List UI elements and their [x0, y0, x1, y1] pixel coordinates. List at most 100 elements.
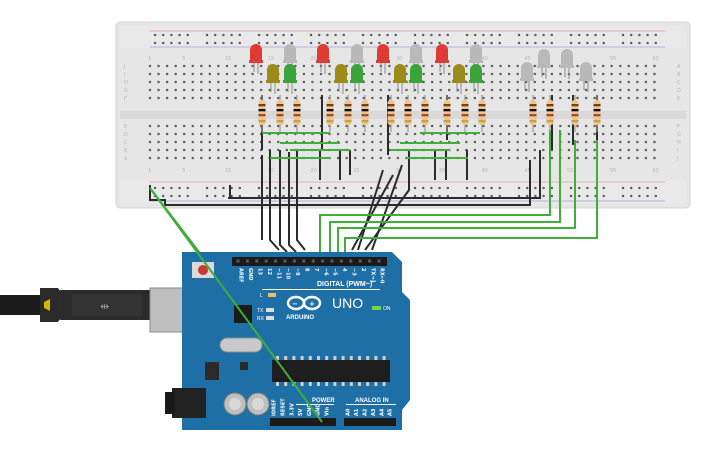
power-pin-label: RESET: [281, 398, 287, 416]
led[interactable]: [452, 64, 466, 94]
analog-header[interactable]: [344, 418, 396, 426]
resistor[interactable]: [421, 95, 429, 132]
digital-pin-label: ~11: [275, 268, 281, 280]
resistor[interactable]: [546, 95, 554, 132]
digital-pin-label: TX→1: [369, 268, 375, 283]
led[interactable]: [249, 44, 263, 74]
breadboard-row-letter: C: [677, 80, 681, 86]
led[interactable]: [537, 49, 551, 79]
led[interactable]: [316, 44, 330, 74]
digital-pin-label: ~9: [294, 268, 300, 276]
digital-header[interactable]: [232, 257, 387, 266]
breadboard-row-letter: D: [124, 132, 128, 138]
resistor[interactable]: [344, 95, 352, 132]
analog-label: ANALOG IN: [355, 398, 389, 404]
voltage-regulator: [205, 362, 219, 380]
board-brand: ARDUINO: [286, 315, 314, 321]
analog-pin-label: A1: [354, 408, 360, 416]
digital-pin-label: 4: [341, 268, 347, 272]
digital-pin-label: ~6: [322, 268, 328, 276]
led[interactable]: [283, 64, 297, 94]
breadboard-row-letter: J: [676, 156, 678, 162]
digital-pin-label: ~5: [332, 268, 338, 276]
resistor[interactable]: [404, 95, 412, 132]
led[interactable]: [266, 64, 280, 94]
wire-black-3: [279, 150, 288, 253]
resistor[interactable]: [258, 95, 266, 132]
power-jack[interactable]: [172, 388, 206, 418]
resistors[interactable]: [258, 95, 601, 132]
breadboard-col-number: 5: [182, 56, 185, 62]
led[interactable]: [334, 64, 348, 94]
digital-pin-label: RX←0: [379, 268, 385, 284]
component-small: [240, 362, 248, 370]
resistor[interactable]: [478, 95, 486, 132]
breadboard-row-letter: B: [677, 72, 681, 78]
led[interactable]: [435, 44, 449, 74]
resistor[interactable]: [361, 95, 369, 132]
svg-text:+: +: [309, 300, 315, 308]
digital-pin-label: 13: [257, 268, 263, 275]
wire-black-5: [296, 150, 306, 251]
resistor[interactable]: [293, 95, 301, 132]
resistor[interactable]: [529, 95, 537, 132]
breadboard-col-number: 10: [225, 168, 231, 174]
svg-text:−: −: [292, 300, 298, 308]
wires[interactable]: [149, 95, 598, 421]
breadboard-col-number: 25: [353, 168, 359, 174]
breadboard-col-number: 1: [148, 56, 151, 62]
breadboard-col-number: 15: [268, 56, 274, 62]
wire-green-board-gnd[interactable]: [149, 187, 323, 423]
resistor[interactable]: [326, 95, 334, 132]
breadboard-row-letter: C: [124, 140, 128, 146]
reset-button-cap[interactable]: [198, 265, 208, 275]
wire-green-sig-1: [319, 130, 551, 252]
power-label: POWER: [312, 398, 335, 404]
on-led: [372, 306, 381, 310]
resistor[interactable]: [443, 95, 451, 132]
analog-pin-label: A3: [371, 408, 377, 416]
digital-pin-label: 7: [313, 268, 319, 272]
breadboard-row-letter: I: [124, 72, 125, 78]
crystal: [219, 337, 263, 353]
power-header[interactable]: [270, 418, 336, 426]
breadboard-row-letter: F: [677, 124, 680, 130]
resistor[interactable]: [461, 95, 469, 132]
digital-pin-label: 2: [360, 268, 366, 272]
led[interactable]: [469, 64, 483, 94]
usb-icon: ⇹: [100, 300, 109, 313]
led[interactable]: [579, 62, 593, 92]
led[interactable]: [393, 64, 407, 94]
power-pin-label: GND: [316, 404, 322, 416]
leds[interactable]: [249, 44, 593, 94]
led[interactable]: [520, 62, 534, 92]
power-pin-label: IOREF: [272, 399, 278, 416]
power-pin-label: 5V: [298, 409, 304, 416]
resistor[interactable]: [593, 95, 601, 132]
breadboard-row-letter: B: [124, 148, 128, 154]
led[interactable]: [409, 64, 423, 94]
breadboard-col-number: 45: [524, 168, 530, 174]
breadboard-row-letter: G: [677, 132, 681, 138]
rx-led: [266, 316, 274, 320]
breadboard-col-number: 60: [652, 56, 658, 62]
breadboard-col-number: 40: [481, 56, 487, 62]
led[interactable]: [376, 44, 390, 74]
resistor[interactable]: [387, 95, 395, 132]
resistor[interactable]: [571, 95, 579, 132]
breadboard-col-number: 20: [310, 56, 316, 62]
power-pin-label: GND: [307, 404, 313, 416]
digital-pin-label: 8: [304, 268, 310, 272]
breadboard-row-letter: F: [124, 96, 127, 102]
arduino-logo: − +: [286, 295, 322, 311]
analog-pin-label: A0: [346, 408, 352, 416]
resistor[interactable]: [276, 95, 284, 132]
led[interactable]: [350, 64, 364, 94]
breadboard-col-number: 5: [182, 168, 185, 174]
led[interactable]: [560, 49, 574, 79]
wire-green-sig-2: [329, 130, 561, 252]
